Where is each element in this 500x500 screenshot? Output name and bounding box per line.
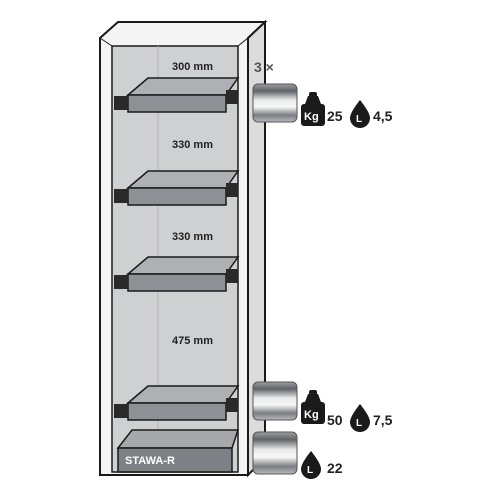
shelf-gap-label-1: 300 mm <box>172 61 213 73</box>
shelf-load-value: 25 <box>327 108 343 124</box>
shelf-capacity-value: 4,5 <box>373 108 393 124</box>
liter-drop-icon: L <box>350 404 370 432</box>
shelf-tray-4 <box>114 385 240 421</box>
weight-icon: Kg <box>301 390 325 424</box>
bottom-shelf-load-value: 50 <box>327 412 343 428</box>
liter-drop-icon: L <box>301 451 321 479</box>
shelf-tray-2 <box>114 170 240 206</box>
weight-unit: Kg <box>304 111 319 123</box>
sump-label: STAWA-R <box>125 455 175 467</box>
sump-tray <box>116 429 240 473</box>
shelf-tray-icon <box>252 83 298 123</box>
shelf-count-label: 3 × <box>254 59 274 75</box>
weight-icon: Kg <box>301 92 325 126</box>
volume-unit: L <box>307 465 313 476</box>
shelf-gap-label-3: 330 mm <box>172 231 213 243</box>
sump-tray-icon <box>252 431 298 475</box>
weight-unit: Kg <box>304 409 319 421</box>
shelf-gap-label-2: 330 mm <box>172 139 213 151</box>
liter-drop-icon: L <box>350 100 370 128</box>
shelf-gap-label-4: 475 mm <box>172 335 213 347</box>
volume-unit: L <box>356 114 362 125</box>
shelf-tray-3 <box>114 256 240 292</box>
sump-capacity-value: 22 <box>327 460 343 476</box>
volume-unit: L <box>356 418 362 429</box>
shelf-tray-icon <box>252 381 298 421</box>
shelf-tray-1 <box>114 77 240 113</box>
bottom-shelf-capacity-value: 7,5 <box>373 412 393 428</box>
